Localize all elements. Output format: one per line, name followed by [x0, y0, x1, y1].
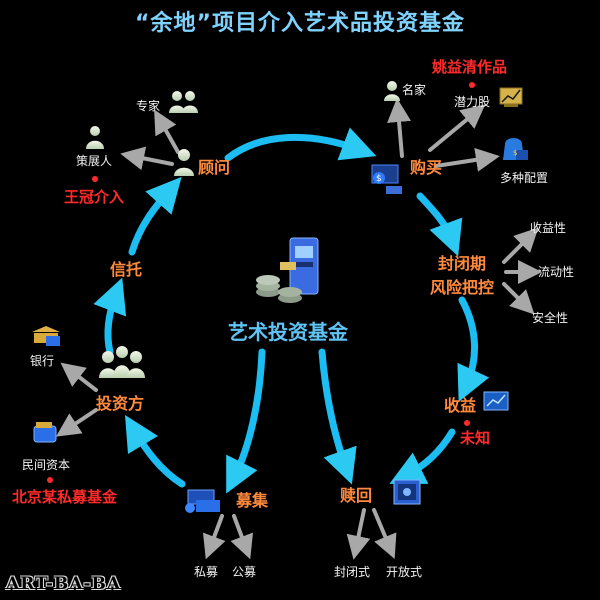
note-yao: 姚益清作品 [432, 58, 508, 76]
advisor-person-icon [174, 149, 194, 176]
leaf-curator: 策展人 [76, 154, 113, 168]
watermark: ART-BA-BA [6, 574, 122, 594]
leaf-expert: 专家 [136, 99, 161, 113]
leaf-famous: 名家 [402, 83, 427, 97]
arrow-center-to-redemption [318, 348, 357, 485]
bank-icon [32, 326, 60, 346]
leaf-safety: 安全性 [532, 311, 569, 325]
note-dot-unknown [464, 420, 470, 426]
node-advisor: 顾问 [198, 158, 231, 177]
leaf-diverse: 多种配置 [500, 171, 549, 185]
leaf-public-raise: 公募 [232, 565, 257, 579]
famous-artist-icon [384, 81, 400, 101]
svg-text:$: $ [376, 174, 382, 184]
node-redemption: 赎回 [340, 486, 373, 505]
leaf-liquidity: 流动性 [538, 265, 575, 279]
curator-person-icon [86, 126, 104, 149]
node-raising: 募集 [236, 491, 269, 510]
note-dot-yao [469, 82, 475, 88]
investor-group-icon [99, 346, 145, 378]
note-dot-beijing [47, 477, 53, 483]
arrow-returns-to-redemption [389, 428, 456, 484]
node-investor: 投资方 [96, 394, 145, 413]
center-fund-label: 艺术投资基金 [228, 320, 348, 344]
note-unknown: 未知 [460, 429, 491, 447]
node-lockup: 封闭期 [438, 254, 487, 273]
raising-money-icon [185, 489, 220, 513]
note-wang: 王冠介入 [64, 188, 125, 206]
expert-people-icon [169, 91, 198, 113]
private-capital-wallet-icon [33, 422, 57, 443]
node-returns: 收益 [444, 396, 477, 415]
diagram-title: “余地”项目介入艺术品投资基金 [135, 11, 465, 36]
redemption-safe-icon [393, 479, 421, 505]
arrow-center-to-raising [226, 348, 266, 494]
arrow-purchase-to-lockup [416, 192, 463, 257]
arrow-trust-to-advisor [128, 176, 182, 256]
leaf-closed-end: 封闭式 [334, 565, 371, 579]
leaf-open-end: 开放式 [386, 565, 423, 579]
purchase-money-icon: $ [371, 164, 402, 194]
returns-chart-icon [483, 391, 509, 411]
branch-arrows [56, 98, 542, 560]
leaf-private-capital: 民间资本 [22, 458, 71, 472]
leaf-private-raise: 私募 [194, 565, 219, 579]
potential-stock-chart-icon [499, 87, 523, 107]
main-cycle-arrows [93, 127, 490, 494]
arrow-risk-to-returns [457, 296, 490, 402]
note-dot-wang [92, 176, 98, 182]
arrow-advisor-to-purchase [224, 127, 377, 162]
note-beijing: 北京某私募基金 [12, 488, 118, 506]
arrow-investor-to-trust [93, 277, 127, 356]
note-dots [47, 82, 475, 483]
node-purchase: 购买 [410, 158, 443, 177]
node-trust: 信托 [110, 260, 143, 279]
svg-text:$: $ [513, 149, 517, 157]
node-risk-control: 风险把控 [430, 278, 495, 297]
leaf-profitability: 收益性 [530, 221, 567, 235]
fund-machine-icon [256, 237, 319, 303]
leaf-potential: 潜力股 [454, 95, 491, 109]
diverse-portfolio-icon: $ [503, 138, 528, 160]
leaf-bank: 银行 [30, 354, 55, 368]
arrow-raising-to-investor [124, 414, 186, 488]
